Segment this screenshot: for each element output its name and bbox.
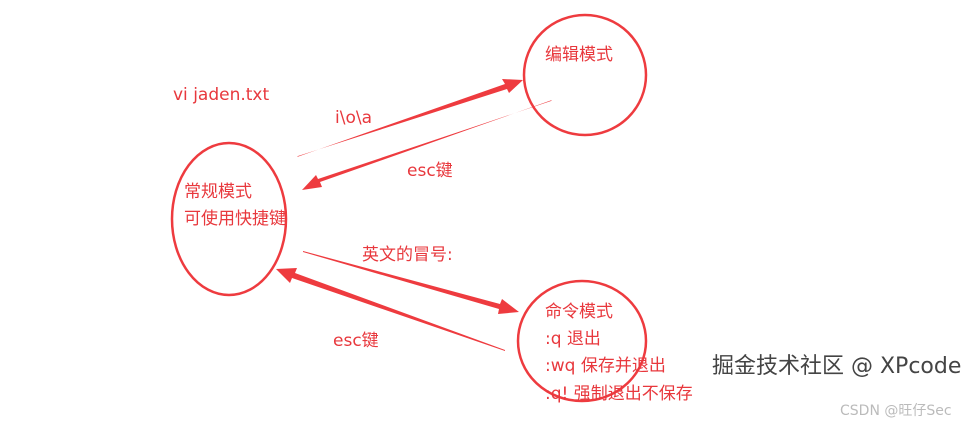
normal-mode-title: 常规模式 (184, 182, 252, 202)
edit-mode-circle (522, 13, 648, 137)
edge-label-to-command: 英文的冒号: (362, 245, 453, 265)
normal-mode-subtitle: 可使用快捷键 (184, 209, 286, 229)
edge-label-edit-to-normal: esc键 (407, 161, 453, 181)
command-mode-title: 命令模式 (545, 302, 613, 322)
arrow-edit-to-normal (302, 100, 552, 190)
normal-mode-circle (170, 141, 288, 297)
watermark-csdn: CSDN @旺仔Sec (840, 403, 952, 419)
watermark-juejin: 掘金技术社区 @ XPcode (712, 354, 962, 379)
edge-label-to-edit: i\o\a (335, 108, 372, 128)
command-line-quit: :q 退出 (545, 329, 601, 349)
arrow-to-command (303, 251, 519, 314)
command-line-force-quit: :q! 强制退出不保存 (545, 384, 693, 404)
edge-label-command-to-normal: esc键 (333, 331, 379, 351)
vi-command-label: vi jaden.txt (173, 85, 270, 105)
command-line-save-quit: :wq 保存并退出 (545, 356, 666, 376)
arrow-to-edit (297, 79, 523, 157)
edit-mode-title: 编辑模式 (545, 45, 613, 65)
command-mode-circle (516, 279, 648, 403)
arrow-command-to-normal (276, 268, 505, 351)
